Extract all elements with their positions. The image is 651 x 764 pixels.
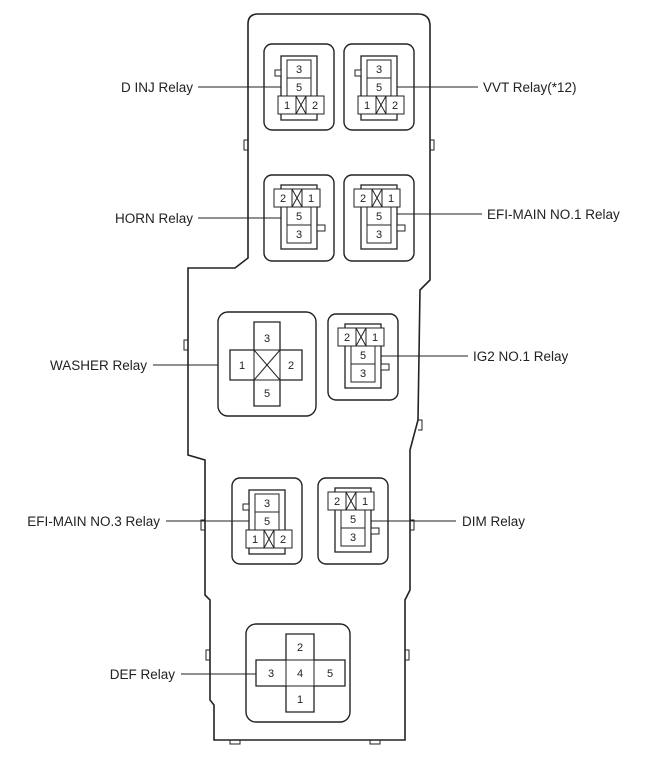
label-efi-main-no3-relay: EFI-MAIN NO.3 Relay bbox=[27, 514, 160, 529]
relay-dim: 2 1 5 3 bbox=[317, 477, 389, 565]
pin-label: 1 bbox=[297, 694, 303, 706]
label-washer-relay: WASHER Relay bbox=[50, 358, 147, 373]
pin-label: 2 bbox=[297, 642, 303, 654]
pin-label: 3 bbox=[350, 532, 356, 544]
label-ig2-no1-relay: IG2 NO.1 Relay bbox=[473, 349, 569, 364]
pin-label: 2 bbox=[280, 534, 286, 546]
pin-label: 2 bbox=[334, 496, 340, 508]
pin-label: 1 bbox=[252, 534, 258, 546]
pin-label: 3 bbox=[376, 64, 382, 76]
housing-notches bbox=[183, 139, 435, 745]
pin-label: 3 bbox=[268, 668, 274, 680]
label-horn-relay: HORN Relay bbox=[115, 211, 193, 226]
pin-label: 1 bbox=[364, 100, 370, 112]
pin-label: 3 bbox=[264, 498, 270, 510]
pin-label: 5 bbox=[264, 516, 270, 528]
label-efi-main-no1-relay: EFI-MAIN NO.1 Relay bbox=[487, 207, 620, 222]
relay-def: 2 3 4 5 1 bbox=[245, 623, 351, 723]
pin-label: 1 bbox=[362, 496, 368, 508]
label-d-inj-relay: D INJ Relay bbox=[121, 80, 193, 95]
pin-label: 5 bbox=[376, 82, 382, 94]
pin-label: 5 bbox=[376, 211, 382, 223]
label-vvt-relay: VVT Relay(*12) bbox=[483, 80, 577, 95]
pin-label: 1 bbox=[308, 193, 314, 205]
label-def-relay: DEF Relay bbox=[110, 667, 176, 682]
label-dim-relay: DIM Relay bbox=[462, 514, 525, 529]
pin-label: 2 bbox=[344, 332, 350, 344]
relay-ig2-no1: 2 1 5 3 bbox=[327, 313, 399, 401]
pin-label: 5 bbox=[296, 82, 302, 94]
pin-label: 2 bbox=[392, 100, 398, 112]
relay-horn: 2 1 5 3 bbox=[263, 174, 335, 262]
pin-label: 1 bbox=[372, 332, 378, 344]
pin-label: 1 bbox=[284, 100, 290, 112]
pin-label: 5 bbox=[327, 668, 333, 680]
pin-label: 3 bbox=[296, 229, 302, 241]
pin-label: 5 bbox=[350, 514, 356, 526]
pin-label: 2 bbox=[312, 100, 318, 112]
pin-label: 1 bbox=[388, 193, 394, 205]
pin-label: 5 bbox=[360, 350, 366, 362]
pin-label: 2 bbox=[280, 193, 286, 205]
relay-washer: 3 1 2 5 bbox=[217, 311, 317, 417]
pin-label: 5 bbox=[264, 388, 270, 400]
relay-block-housing bbox=[187, 13, 431, 741]
pin-label: 4 bbox=[297, 668, 303, 680]
pin-label: 5 bbox=[296, 211, 302, 223]
relay-vvt: 3 5 1 2 bbox=[343, 43, 415, 131]
pin-label: 3 bbox=[376, 229, 382, 241]
relay-efi-main-1: 2 1 5 3 bbox=[343, 174, 415, 262]
pin-label: 3 bbox=[296, 64, 302, 76]
relay-efi-main-3: 3 5 1 2 bbox=[231, 477, 303, 565]
pin-label: 2 bbox=[360, 193, 366, 205]
pin-label: 1 bbox=[239, 360, 245, 372]
pin-label: 3 bbox=[264, 333, 270, 345]
pin-label: 2 bbox=[288, 360, 294, 372]
pin-label: 3 bbox=[360, 368, 366, 380]
